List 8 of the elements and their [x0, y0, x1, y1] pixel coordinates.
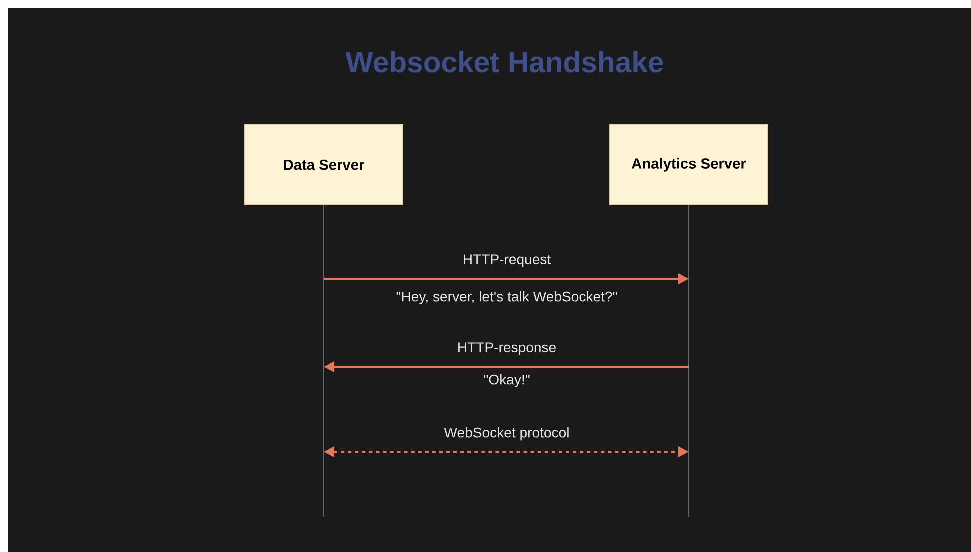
edge-label: HTTP-response [456, 342, 558, 356]
edge-label: HTTP-request [462, 254, 552, 268]
participant-box: Data Server [244, 124, 404, 206]
message-text: "Okay!" [484, 374, 530, 388]
edge-label: WebSocket protocol [443, 426, 571, 442]
title: Websocket Handshake [346, 51, 664, 73]
message-text: "Hey, server, let's talk WebSocket?" [396, 291, 618, 305]
participant-box: Analytics Server [610, 124, 768, 206]
